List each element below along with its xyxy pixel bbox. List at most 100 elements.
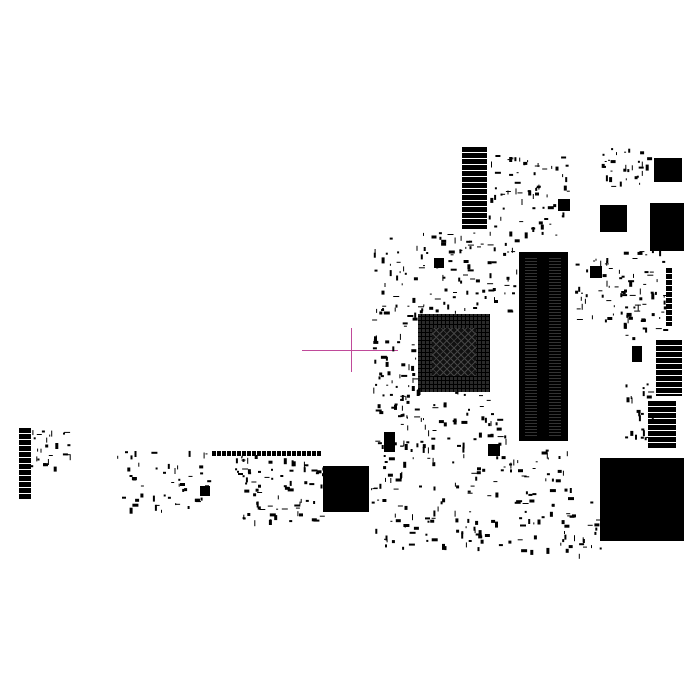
smd-component xyxy=(646,395,652,399)
smd-component xyxy=(456,529,460,533)
smd-component xyxy=(442,276,446,279)
smd-component xyxy=(515,188,517,195)
smd-component xyxy=(372,488,378,490)
smd-component xyxy=(313,501,316,504)
smd-component xyxy=(508,540,512,544)
smd-component xyxy=(122,496,126,499)
smd-component xyxy=(601,294,604,298)
smd-component xyxy=(511,251,516,253)
smd-component xyxy=(488,289,495,292)
smd-component xyxy=(535,187,538,191)
smd-component xyxy=(516,500,523,503)
smd-component xyxy=(628,148,631,153)
smd-component xyxy=(625,164,627,171)
smd-component xyxy=(467,490,471,493)
smd-component xyxy=(311,469,318,472)
smd-component xyxy=(420,440,424,443)
smd-component xyxy=(371,501,375,504)
smd-component xyxy=(642,387,645,390)
smd-component xyxy=(603,165,606,168)
smd-component xyxy=(401,363,406,367)
smd-component xyxy=(549,489,556,493)
connector-far-right-strip xyxy=(666,268,672,326)
smd-component xyxy=(560,202,562,208)
smd-component xyxy=(254,455,258,459)
smd-component xyxy=(372,319,378,321)
smd-component xyxy=(389,270,392,277)
smd-component xyxy=(243,517,246,520)
smd-component xyxy=(453,292,457,293)
smd-component xyxy=(581,303,583,310)
smd-component xyxy=(403,440,405,444)
smd-component xyxy=(463,274,468,276)
smd-component xyxy=(375,528,378,534)
smd-component xyxy=(442,498,446,503)
smd-component xyxy=(47,459,49,465)
smd-component xyxy=(568,497,574,501)
smd-component xyxy=(440,501,443,505)
smd-component xyxy=(431,517,436,519)
smd-component xyxy=(403,461,407,468)
smd-component xyxy=(634,304,641,306)
smd-component xyxy=(546,194,548,198)
smd-component xyxy=(291,460,294,467)
smd-component xyxy=(663,295,665,298)
smd-component xyxy=(547,457,549,460)
smd-component xyxy=(399,473,402,480)
smd-component xyxy=(513,285,517,288)
component-block xyxy=(590,266,602,278)
smd-component xyxy=(403,325,407,327)
smd-component xyxy=(495,422,498,426)
smd-component xyxy=(509,231,513,237)
smd-component xyxy=(414,416,421,418)
smd-component xyxy=(565,177,568,183)
smd-component xyxy=(385,361,389,367)
smd-component xyxy=(391,540,395,544)
smd-component xyxy=(497,436,504,438)
smd-component xyxy=(624,151,627,153)
smd-component xyxy=(494,297,495,302)
smd-component xyxy=(414,408,420,411)
smd-component xyxy=(412,514,413,521)
smd-component xyxy=(422,444,426,449)
smd-component xyxy=(625,178,627,181)
smd-component xyxy=(264,476,270,478)
smd-component xyxy=(180,483,185,486)
smd-component xyxy=(551,165,553,169)
smd-component xyxy=(381,257,385,264)
smd-component xyxy=(623,322,627,329)
smd-component xyxy=(625,306,629,309)
smd-component xyxy=(426,252,429,254)
smd-component xyxy=(450,254,454,256)
smd-component xyxy=(529,499,535,503)
smd-component xyxy=(647,157,653,161)
edge-connector-far-left xyxy=(19,428,31,500)
smd-component xyxy=(566,513,571,515)
smd-component xyxy=(487,283,494,285)
smd-component xyxy=(491,261,497,264)
smd-component xyxy=(412,377,414,383)
smd-component xyxy=(235,468,238,471)
smd-component xyxy=(40,448,42,453)
smd-component xyxy=(638,166,644,169)
smd-component xyxy=(394,404,397,410)
smd-component xyxy=(551,478,554,482)
smd-component xyxy=(626,397,630,403)
smd-component xyxy=(656,279,658,283)
smd-component xyxy=(630,396,632,399)
smd-component xyxy=(494,194,497,200)
smd-component xyxy=(516,172,519,174)
smd-component xyxy=(138,462,140,467)
smd-component xyxy=(205,453,208,455)
smd-component xyxy=(640,436,644,439)
smd-component xyxy=(394,307,396,312)
smd-component xyxy=(519,221,524,223)
smd-component xyxy=(582,539,585,543)
smd-component xyxy=(636,175,639,178)
smd-component xyxy=(410,449,413,452)
smd-component xyxy=(441,239,447,243)
smd-component xyxy=(447,304,450,310)
smd-component xyxy=(258,470,261,473)
smd-component xyxy=(373,340,379,344)
